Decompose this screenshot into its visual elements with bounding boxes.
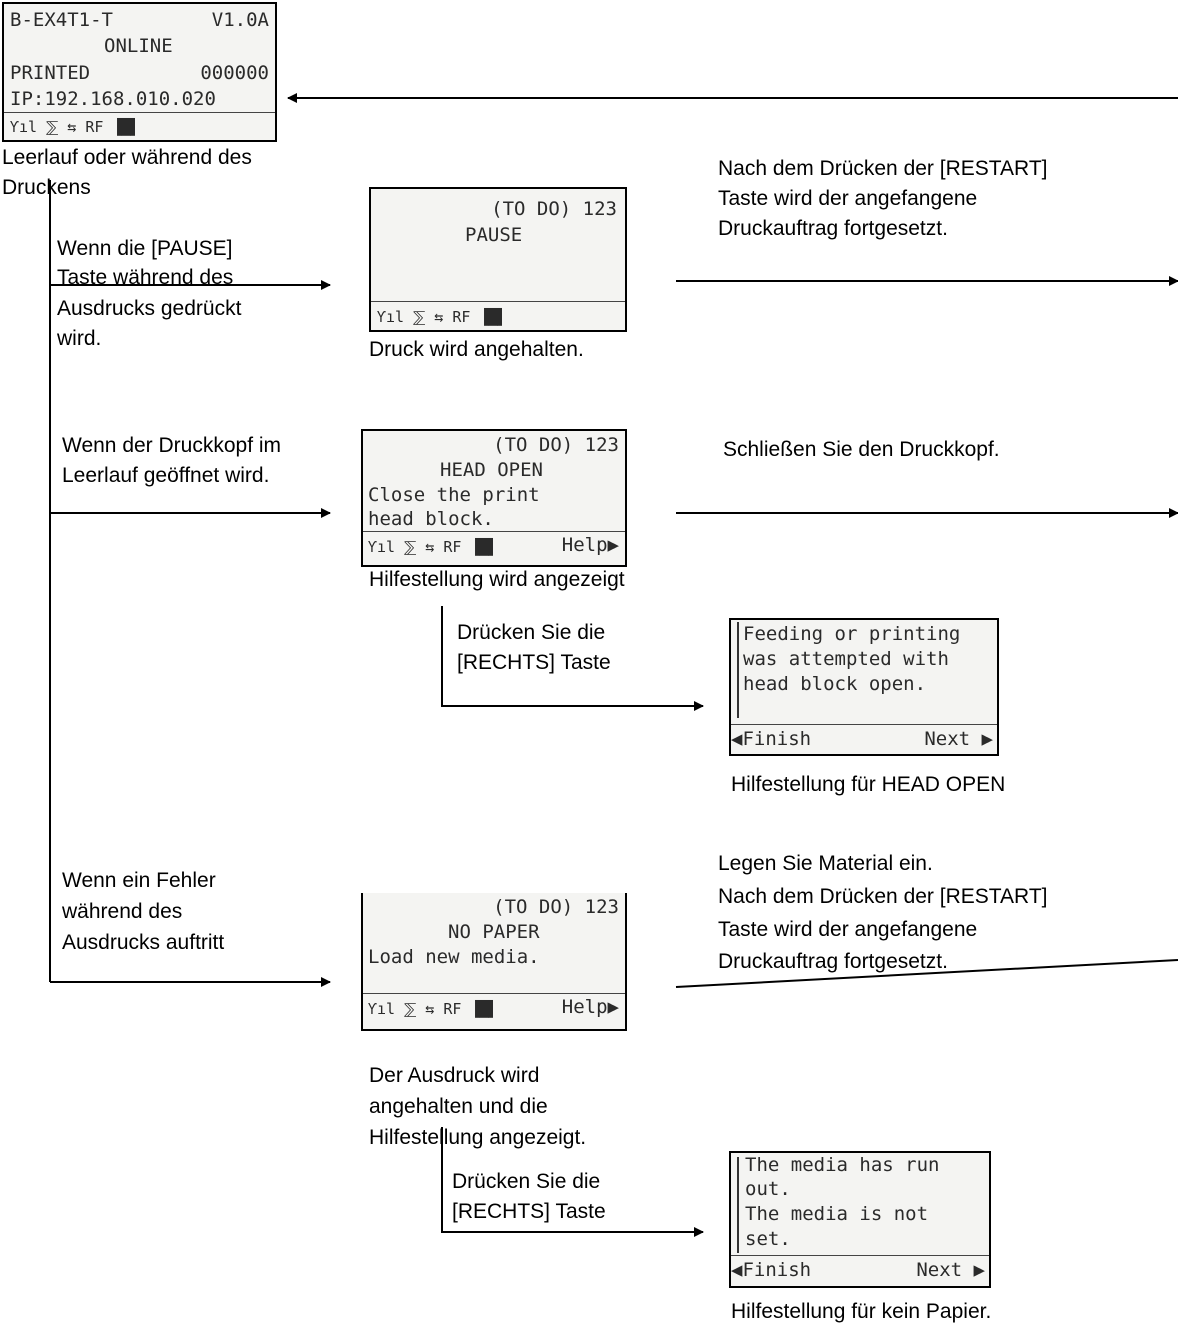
caption-head-open: Hilfestellung wird angezeigt — [369, 568, 625, 591]
help-head-screen: Feeding or printing was attempted with h… — [729, 618, 999, 756]
caption-no-paper-3: Hilfestellung angezeigt. — [369, 1126, 587, 1149]
paper-separator — [363, 993, 625, 994]
head-help: Help▶ — [561, 534, 619, 556]
label-pause-4: wird. — [57, 327, 102, 350]
paper-help: Help▶ — [561, 996, 619, 1018]
paper-status-icons: Ƴıl ⅀ ⇆ RF ▐█▌ — [368, 1000, 498, 1018]
label-pause-2: Taste während des — [57, 266, 234, 289]
idle-status: ONLINE — [104, 35, 173, 57]
head-line-1: Close the print — [368, 484, 540, 506]
right-key-connector-a — [441, 606, 704, 711]
idle-version: V1.0A — [211, 9, 269, 31]
head-status-icons: Ƴıl ⅀ ⇆ RF ▐█▌ — [368, 538, 498, 556]
idle-separator — [4, 112, 275, 113]
label-head-1: Wenn der Druckkopf im — [62, 434, 282, 457]
caption-pause: Druck wird angehalten. — [369, 338, 584, 361]
caption-idle-1: Leerlauf oder während des — [2, 146, 252, 169]
help-head-line-2: was attempted with — [743, 648, 949, 670]
help-head-finish: ◀Finish — [731, 728, 812, 750]
help-paper-line-4: set. — [745, 1228, 791, 1250]
idle-ip: IP:192.168.010.020 — [10, 88, 216, 110]
idle-model: B-EX4T1-T — [10, 9, 113, 31]
note-load-2: Nach dem Drücken der [RESTART] — [718, 885, 1048, 908]
label-right-1: Drücken Sie die — [457, 621, 606, 644]
label-pause-1: Wenn die [PAUSE] — [57, 237, 233, 260]
caption-no-paper-1: Der Ausdruck wird — [369, 1064, 540, 1087]
caption-help-paper: Hilfestellung für kein Papier. — [731, 1300, 992, 1323]
note-load-1: Legen Sie Material ein. — [718, 852, 933, 875]
paper-todo: (TO DO) 123 — [493, 896, 619, 918]
note-restart-2: Taste wird der angefangene — [718, 187, 978, 210]
head-line-2: head block. — [368, 508, 494, 530]
caption-help-head: Hilfestellung für HEAD OPEN — [731, 773, 1006, 796]
head-separator — [363, 531, 625, 532]
caption-idle-2: Druckens — [2, 176, 91, 199]
head-open-screen: (TO DO) 123 HEAD OPEN Close the print he… — [361, 429, 627, 567]
paper-line-1: Load new media. — [368, 946, 540, 968]
help-head-scroll-bar — [737, 622, 739, 718]
help-paper-line-1: The media has run — [745, 1154, 940, 1176]
paper-right-line — [675, 959, 1178, 988]
label-error-3: Ausdrucks auftritt — [62, 931, 225, 954]
help-head-separator — [731, 724, 997, 725]
help-paper-finish: ◀Finish — [731, 1259, 812, 1281]
help-paper-separator — [731, 1255, 989, 1256]
note-load-3: Taste wird der angefangene — [718, 918, 978, 941]
label-right-2: [RECHTS] Taste — [457, 651, 611, 674]
pause-todo: (TO DO) 123 — [491, 198, 617, 220]
help-head-line-3: head block open. — [743, 673, 927, 695]
head-status: HEAD OPEN — [440, 459, 543, 481]
caption-no-paper-2: angehalten und die — [369, 1095, 548, 1118]
label-error-2: während des — [62, 900, 183, 923]
note-load-4: Druckauftrag fortgesetzt. — [718, 950, 948, 973]
idle-status-icons: Ƴıl ⅀ ⇆ RF ▐█▌ — [10, 118, 140, 136]
label-right-b-1: Drücken Sie die — [452, 1170, 601, 1193]
pause-status-icons: Ƴıl ⅀ ⇆ RF ▐█▌ — [377, 308, 507, 326]
label-head-2: Leerlauf geöffnet wird. — [62, 464, 270, 487]
help-paper-scroll-bar — [737, 1157, 739, 1253]
note-close: Schließen Sie den Druckkopf. — [723, 438, 1000, 461]
help-paper-line-2: out. — [745, 1178, 791, 1200]
head-todo: (TO DO) 123 — [493, 434, 619, 456]
help-head-line-1: Feeding or printing — [743, 623, 961, 645]
label-error-1: Wenn ein Fehler — [62, 869, 216, 892]
pause-screen: (TO DO) 123 PAUSE Ƴıl ⅀ ⇆ RF ▐█▌ — [369, 187, 627, 332]
note-restart-3: Druckauftrag fortgesetzt. — [718, 217, 948, 240]
idle-screen: B-EX4T1-T V1.0A ONLINE PRINTED 000000 IP… — [2, 2, 277, 142]
help-paper-screen: The media has run out. The media is not … — [729, 1151, 991, 1288]
label-right-b-2: [RECHTS] Taste — [452, 1200, 606, 1223]
right-key-connector-b — [441, 1127, 704, 1237]
label-pause-3: Ausdrucks gedrückt — [57, 297, 242, 320]
pause-status: PAUSE — [465, 224, 523, 246]
paper-status: NO PAPER — [448, 921, 540, 943]
note-restart-1: Nach dem Drücken der [RESTART] — [718, 157, 1048, 180]
help-paper-line-3: The media is not — [745, 1203, 929, 1225]
idle-printed-count: 000000 — [200, 62, 269, 84]
idle-printed-label: PRINTED — [10, 62, 91, 84]
help-head-next: Next ▶ — [924, 728, 993, 750]
no-paper-screen: (TO DO) 123 NO PAPER Load new media. Ƴıl… — [361, 893, 627, 1031]
pause-separator — [371, 301, 625, 302]
help-paper-next: Next ▶ — [916, 1259, 985, 1281]
